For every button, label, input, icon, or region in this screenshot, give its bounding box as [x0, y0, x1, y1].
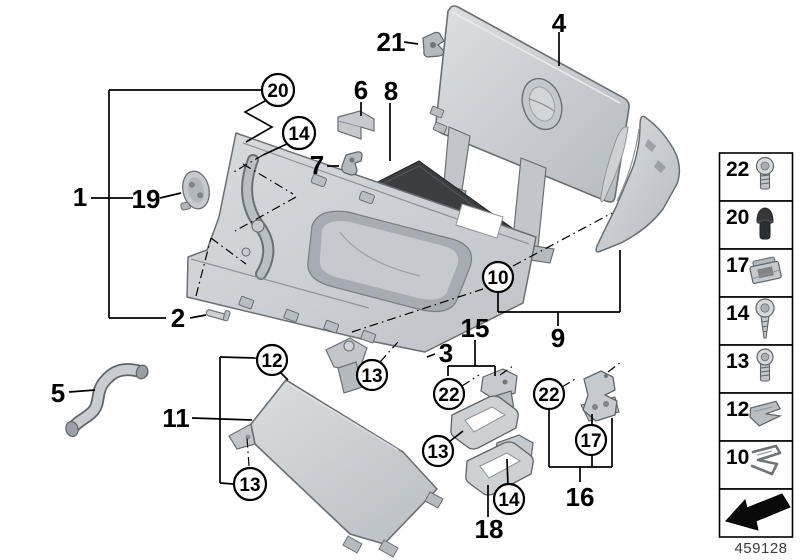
- callout-8[interactable]: 8: [384, 76, 398, 106]
- callout-circle-17[interactable]: 17: [574, 423, 608, 457]
- legend-row-20[interactable]: 20: [718, 200, 794, 250]
- clip-part-7: [341, 151, 363, 176]
- callout-circle-22a[interactable]: 22: [432, 377, 466, 411]
- legend-row-12-label: 12: [726, 398, 749, 421]
- callout-circle-13b[interactable]: 13: [232, 466, 268, 502]
- direction-arrow-icon: [725, 493, 791, 531]
- storage-bin-part: [228, 379, 444, 558]
- callout-circle-13b-label: 13: [239, 475, 260, 496]
- flange-screw-icon: [756, 348, 774, 382]
- callout-11[interactable]: 11: [162, 403, 190, 433]
- callout-circle-13c[interactable]: 13: [421, 434, 455, 468]
- cage-nut-icon: [749, 256, 782, 284]
- callout-circle-22a-label: 22: [438, 385, 459, 406]
- pin-part: [205, 309, 231, 322]
- legend-direction-box[interactable]: [718, 488, 794, 538]
- callout-21[interactable]: 21: [377, 27, 406, 57]
- spring-clip-icon: [750, 444, 782, 476]
- plain-callouts: 1 2 3 4 5 6 7 8 9 11 15 16 18 19 21: [51, 8, 595, 544]
- callout-16[interactable]: 16: [566, 482, 595, 512]
- callout-circle-20[interactable]: 20: [260, 72, 296, 108]
- bracket-part: [337, 110, 375, 140]
- callout-circle-13a-label: 13: [361, 366, 382, 387]
- fastener-legend: 22 20 17: [718, 152, 794, 557]
- callout-5[interactable]: 5: [51, 378, 65, 408]
- hinge-bracket-right-part: [580, 370, 620, 422]
- clip-part-21: [422, 31, 445, 58]
- legend-row-10-label: 10: [726, 446, 749, 469]
- callout-circle-14a[interactable]: 14: [281, 115, 317, 151]
- torx-screw-icon: [755, 156, 775, 190]
- callout-circle-14b[interactable]: 14: [492, 482, 526, 516]
- callout-15[interactable]: 15: [461, 313, 490, 343]
- strap-upper-part: [450, 395, 519, 450]
- callout-circle-17-label: 17: [580, 431, 601, 452]
- legend-row-13[interactable]: 13: [718, 344, 794, 394]
- callout-circle-22b-label: 22: [538, 385, 559, 406]
- callout-2[interactable]: 2: [171, 303, 185, 333]
- callout-9[interactable]: 9: [551, 323, 565, 353]
- legend-row-12[interactable]: 12: [718, 392, 794, 442]
- strap-lower-part: [465, 441, 534, 496]
- callout-19[interactable]: 19: [132, 184, 161, 214]
- legend-row-14-label: 14: [726, 302, 750, 325]
- sheet-metal-clip-icon: [749, 400, 783, 427]
- callout-6[interactable]: 6: [354, 75, 368, 105]
- callout-18[interactable]: 18: [475, 514, 504, 544]
- callout-7[interactable]: 7: [310, 150, 324, 180]
- callout-circle-13a[interactable]: 13: [355, 358, 389, 392]
- circled-callouts: 20 14 10 12 13 13 13 22: [232, 72, 608, 516]
- side-trim-panel-part: [595, 115, 681, 253]
- legend-row-20-label: 20: [726, 206, 749, 229]
- washer-screw-icon: [755, 298, 775, 339]
- callout-4[interactable]: 4: [552, 8, 567, 38]
- callout-circle-10-label: 10: [487, 268, 508, 289]
- callout-circle-22b[interactable]: 22: [532, 377, 566, 411]
- callout-circle-10[interactable]: 10: [481, 260, 515, 294]
- latch-striker-part: [180, 170, 210, 211]
- legend-row-14[interactable]: 14: [718, 296, 794, 346]
- legend-row-22[interactable]: 22: [718, 152, 794, 202]
- callout-1[interactable]: 1: [73, 182, 87, 212]
- lid-lock-cylinder: [521, 77, 563, 131]
- legend-row-17[interactable]: 17: [718, 248, 794, 298]
- callout-circle-20-label: 20: [267, 81, 288, 102]
- rubber-buffer-icon: [756, 207, 774, 240]
- legend-row-13-label: 13: [726, 350, 749, 373]
- callout-circle-12-label: 12: [261, 351, 282, 372]
- legend-row-22-label: 22: [726, 158, 749, 181]
- callout-circle-13c-label: 13: [427, 442, 448, 463]
- legend-row-17-label: 17: [726, 254, 749, 277]
- callout-circle-14b-label: 14: [498, 490, 520, 511]
- callout-circle-14a-label: 14: [288, 124, 310, 145]
- callout-circle-12[interactable]: 12: [255, 343, 289, 377]
- callout-3[interactable]: 3: [439, 338, 453, 368]
- diagram-number: 459128: [734, 540, 787, 557]
- carrier-housing-part: [186, 132, 537, 394]
- legend-row-10[interactable]: 10: [718, 440, 794, 490]
- hose-part: [65, 363, 149, 438]
- leader-lines: [68, 32, 621, 517]
- axis-dashdot-lines: [195, 154, 622, 467]
